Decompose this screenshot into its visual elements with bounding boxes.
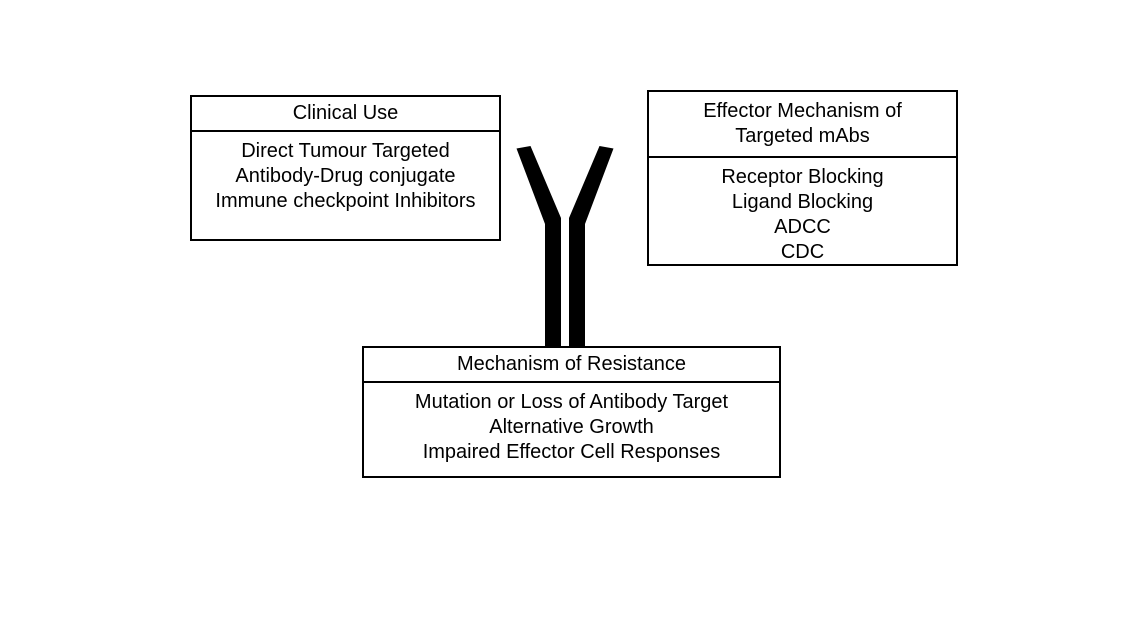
- list-item: Alternative Growth: [489, 416, 654, 438]
- panel-mechanism-of-resistance-header: Mechanism of Resistance: [364, 348, 779, 383]
- list-item: Antibody-Drug conjugate: [235, 165, 456, 187]
- antibody-left-chain: [516, 146, 561, 347]
- list-item: Mutation or Loss of Antibody Target: [414, 391, 729, 413]
- list-item: ADCC: [774, 216, 831, 238]
- antibody-right-chain: [569, 146, 614, 347]
- antibody-icon: [505, 140, 625, 350]
- list-item: Impaired Effector Cell Responses: [422, 441, 721, 463]
- list-item: Receptor Blocking: [721, 166, 884, 188]
- panel-effector-mechanism: Effector Mechanism of Targeted mAbs Rece…: [647, 90, 958, 266]
- panel-clinical-use-header: Clinical Use: [192, 97, 499, 132]
- panel-mechanism-of-resistance-body: Mutation or Loss of Antibody Target Alte…: [364, 383, 779, 471]
- panel-clinical-use-body: Direct Tumour Targeted Antibody-Drug con…: [192, 132, 499, 220]
- list-item: Ligand Blocking: [731, 191, 874, 213]
- list-item: Direct Tumour Targeted: [241, 140, 450, 162]
- list-item: Immune checkpoint Inhibitors: [215, 190, 476, 212]
- list-item: CDC: [780, 241, 825, 263]
- panel-effector-mechanism-body: Receptor Blocking Ligand Blocking ADCC C…: [649, 158, 956, 271]
- panel-mechanism-of-resistance: Mechanism of Resistance Mutation or Loss…: [362, 346, 781, 478]
- panel-clinical-use: Clinical Use Direct Tumour Targeted Anti…: [190, 95, 501, 241]
- panel-effector-mechanism-header: Effector Mechanism of Targeted mAbs: [649, 92, 956, 158]
